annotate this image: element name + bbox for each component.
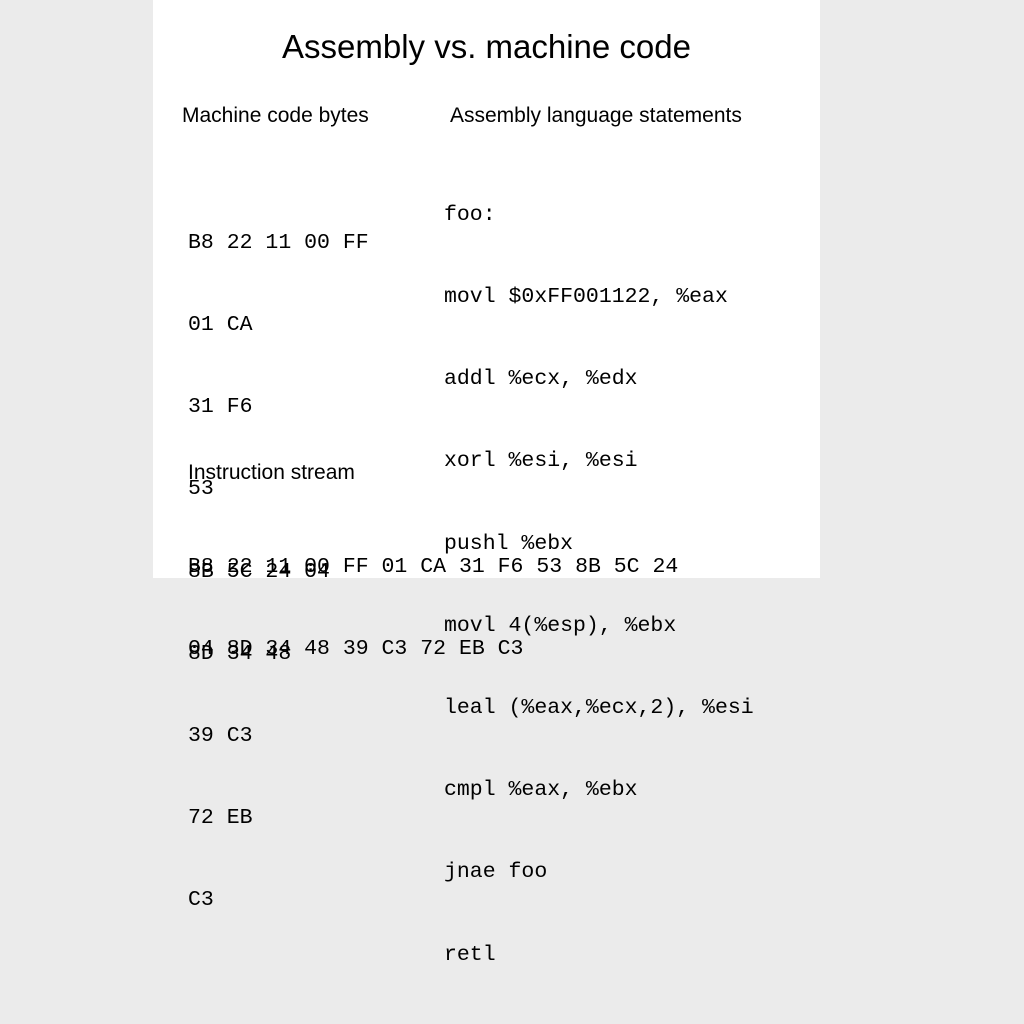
assembly-line: foo: [444,202,496,227]
machine-code-line: 39 C3 [188,724,253,749]
slide-title: Assembly vs. machine code [281,28,691,65]
assembly-line: jnae foo [444,860,548,885]
assembly-line: addl %ecx, %edx [444,367,638,392]
machine-code-line: 72 EB [188,806,253,831]
instruction-stream-heading: Instruction stream [188,461,355,484]
machine-code-line: 53 [188,477,214,502]
assembly-heading: Assembly language statements [450,104,742,127]
machine-code-line: 31 F6 [188,395,253,420]
assembly-line: pushl %ebx [444,531,574,556]
machine-code-line: B8 22 11 00 FF [188,230,369,255]
instruction-stream-line: B8 22 11 00 FF 01 CA 31 F6 53 8B 5C 24 [188,554,679,579]
instruction-stream-block: B8 22 11 00 FF 01 CA 31 F6 53 8B 5C 24 0… [188,499,678,718]
assembly-line: retl [444,942,496,967]
assembly-line: movl $0xFF001122, %eax [444,285,728,310]
slide: Assembly vs. machine code Machine code b… [153,0,820,967]
machine-code-line: 8B 5C 24 04 [188,559,330,584]
instruction-stream-line: 04 8D 34 48 39 C3 72 EB C3 [188,637,524,662]
assembly-line: cmpl %eax, %ebx [444,778,638,803]
machine-code-line: 01 CA [188,313,253,338]
machine-code-heading: Machine code bytes [182,104,369,127]
machine-code-line: C3 [188,888,214,913]
assembly-line: xorl %esi, %esi [444,449,638,474]
